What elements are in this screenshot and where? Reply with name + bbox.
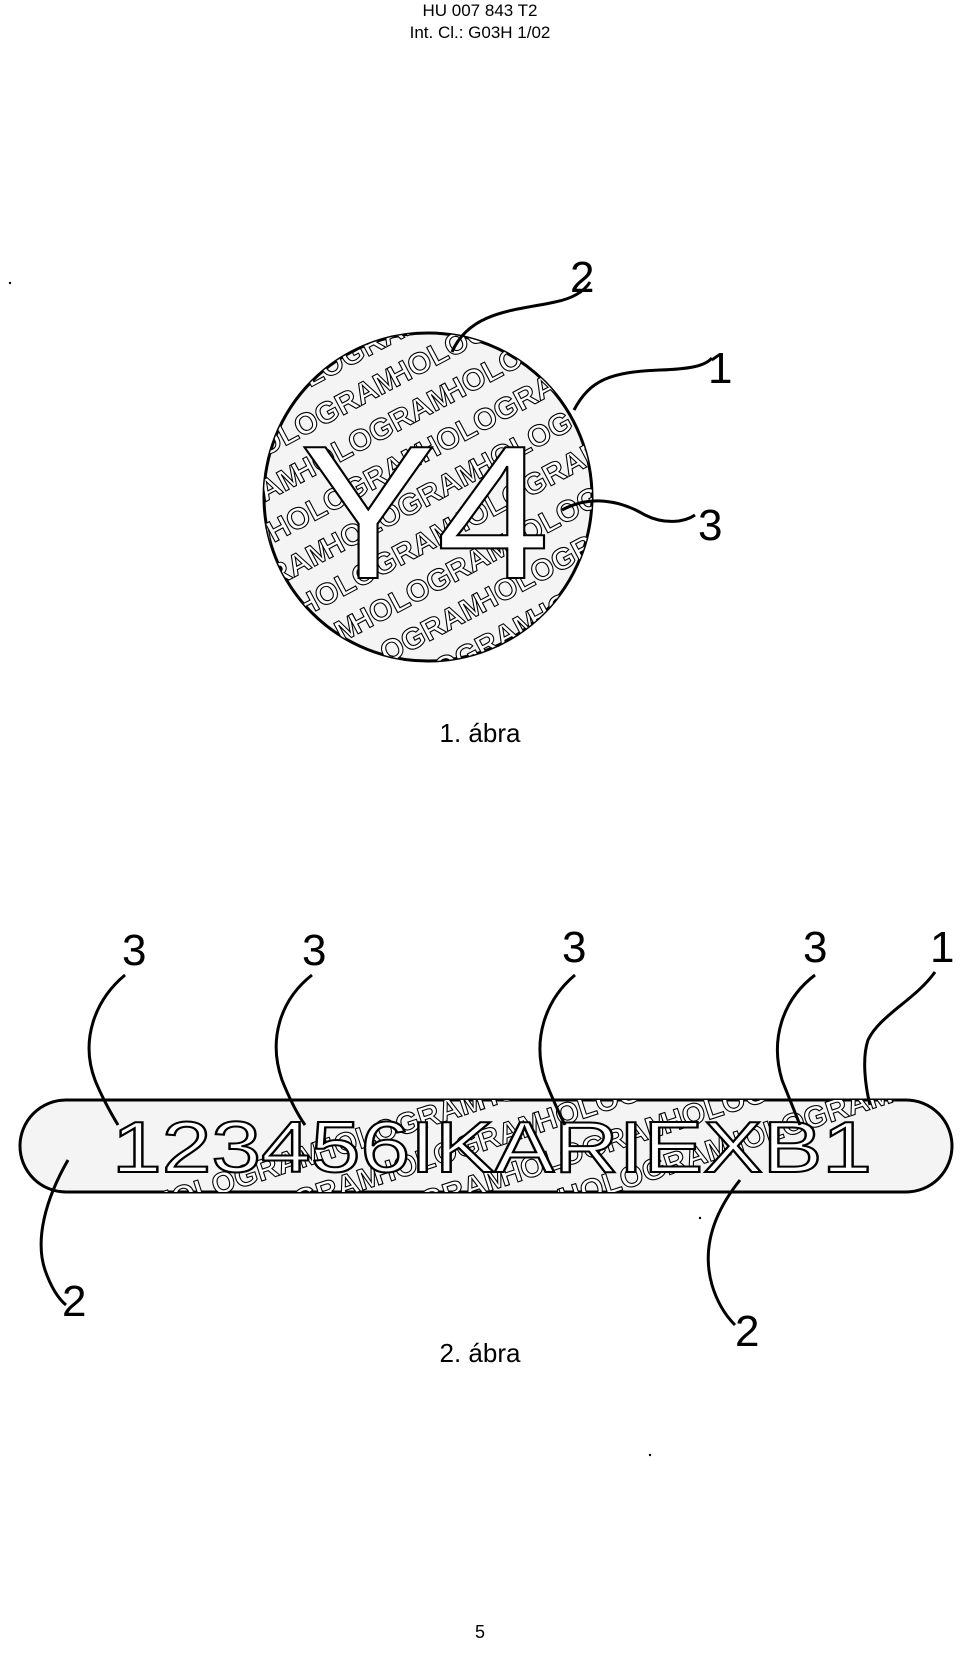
- pattern-row: HOLOGRAM: [879, 1024, 960, 1110]
- hologram-strip: [18, 1098, 954, 1194]
- pattern-row: HOLOGRAM: [408, 222, 581, 335]
- reference-numeral: 1: [708, 344, 732, 393]
- leader-line: [775, 973, 816, 1126]
- document-header: HU 007 843 T2 Int. Cl.: G03H 1/02: [0, 0, 960, 44]
- reference-numeral: 1: [930, 923, 954, 972]
- reference-numeral: 3: [302, 926, 326, 975]
- reference-numeral: 2: [62, 1277, 86, 1326]
- overlay-characters: 123456IKARIEXB1: [112, 1108, 872, 1188]
- pattern-row: HOLOGRAM: [956, 873, 960, 959]
- pattern-row: HOLOGRAM: [108, 382, 281, 495]
- leader-line: [450, 281, 592, 353]
- pattern-row: HOLOGRAM: [140, 591, 313, 704]
- pattern-row: HOLOGRAM: [232, 1234, 412, 1320]
- speck: [8, 281, 12, 285]
- reference-numeral: 3: [698, 501, 722, 550]
- leader-line: [538, 973, 576, 1126]
- figure-2: HOLOGRAM HOLOGRAM HOLOGRAM HOLOGRAM HOLO…: [0, 873, 960, 1356]
- pattern-row: HOLOGRAM: [533, 201, 706, 314]
- pattern-row: HOLOGRAM: [172, 1212, 352, 1298]
- pattern-row: HOLOGRAM: [0, 1188, 165, 1274]
- pattern-row: HOLOGRAM: [82, 441, 255, 554]
- reference-numeral: 3: [122, 926, 146, 975]
- reference-numeral: 2: [570, 253, 594, 302]
- reference-numeral: 2: [735, 1307, 759, 1356]
- document-number: HU 007 843 T2: [422, 1, 538, 20]
- overlay-characters: Y4: [300, 407, 550, 619]
- leader-line: [274, 973, 313, 1126]
- figure-2-caption: 2. ábra: [439, 1338, 521, 1368]
- leader-line: [561, 499, 696, 523]
- speck: [648, 1453, 652, 1457]
- leader-line: [572, 356, 714, 411]
- pattern-row: HOLOGRAM: [394, 1182, 574, 1268]
- pattern-row: HOLOGRAM: [194, 608, 367, 721]
- reference-numeral: 3: [803, 923, 827, 972]
- reference-numeral: 3: [562, 923, 586, 972]
- classification: Int. Cl.: G03H 1/02: [409, 23, 551, 42]
- hologram-disc: [262, 331, 594, 663]
- figure-1-caption: 1. ábra: [439, 718, 521, 748]
- pattern-row: HOLOGRAM: [632, 978, 812, 1064]
- page-number: 5: [474, 1622, 485, 1642]
- leader-line: [87, 973, 126, 1126]
- leader-line: [863, 971, 937, 1106]
- pattern-row: HOLOGRAM: [111, 516, 284, 629]
- leader-line: [706, 1179, 742, 1327]
- speck: [698, 1216, 702, 1220]
- leader-line: [39, 1159, 70, 1307]
- pattern-row: HOLOGRAM: [692, 1001, 872, 1087]
